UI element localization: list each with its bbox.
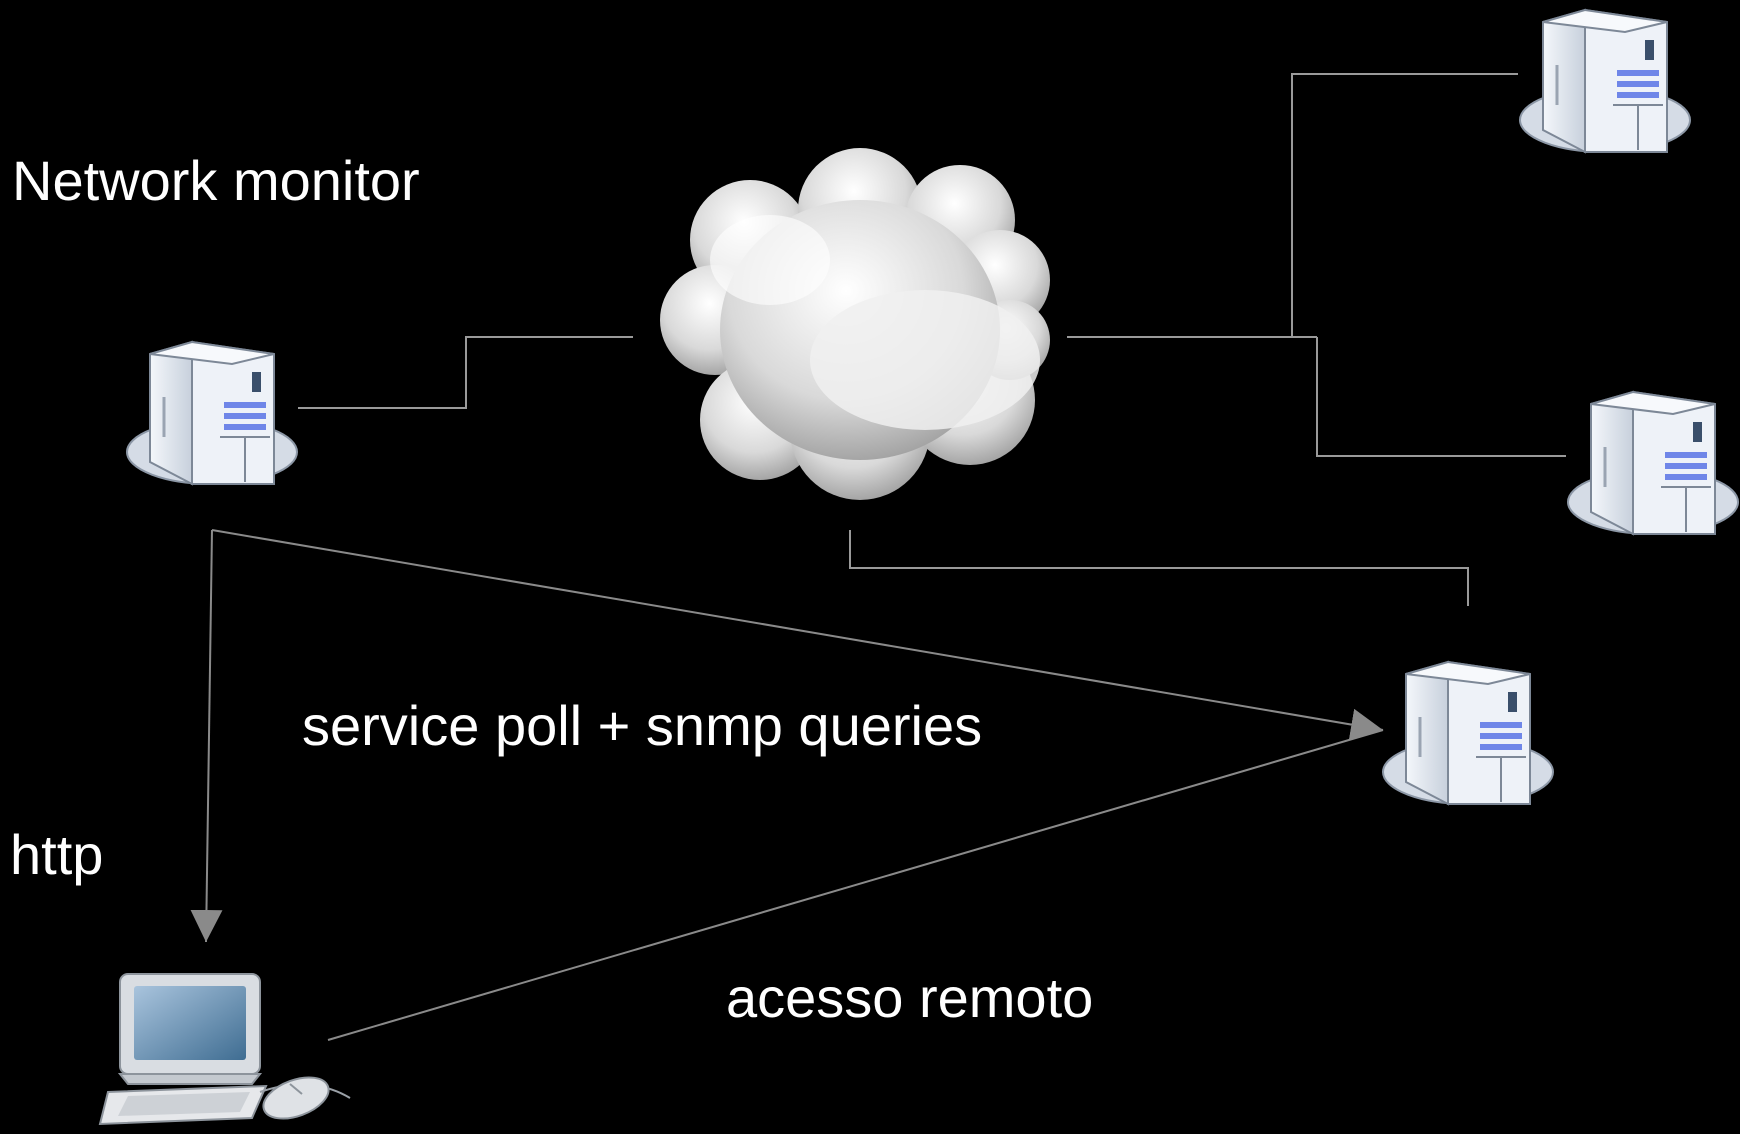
http-arrow [190, 529, 223, 943]
server-icon [1566, 390, 1740, 536]
cloud-to-target-server-line [849, 530, 1469, 606]
poll-arrow [211, 529, 1384, 741]
hub-to-top-server-line [1291, 73, 1518, 337]
network-monitor-label: Network monitor [12, 149, 420, 212]
laptop-icon [98, 973, 351, 1126]
remote-access-line [327, 729, 1384, 1041]
server-icon [125, 340, 299, 486]
connectors [298, 73, 1566, 606]
cloud-icon [660, 148, 1050, 500]
server-icon [1518, 8, 1692, 154]
http-label: http [10, 823, 104, 886]
mouse-icon [262, 1076, 330, 1120]
remote-access-label: acesso remoto [726, 966, 1094, 1029]
service-poll-label: service poll + snmp queries [302, 694, 983, 757]
server-icon [1381, 660, 1555, 806]
hub-to-right-server-line [1316, 337, 1566, 457]
arrows [190, 529, 1384, 1041]
monitor-to-cloud-line [298, 336, 633, 409]
